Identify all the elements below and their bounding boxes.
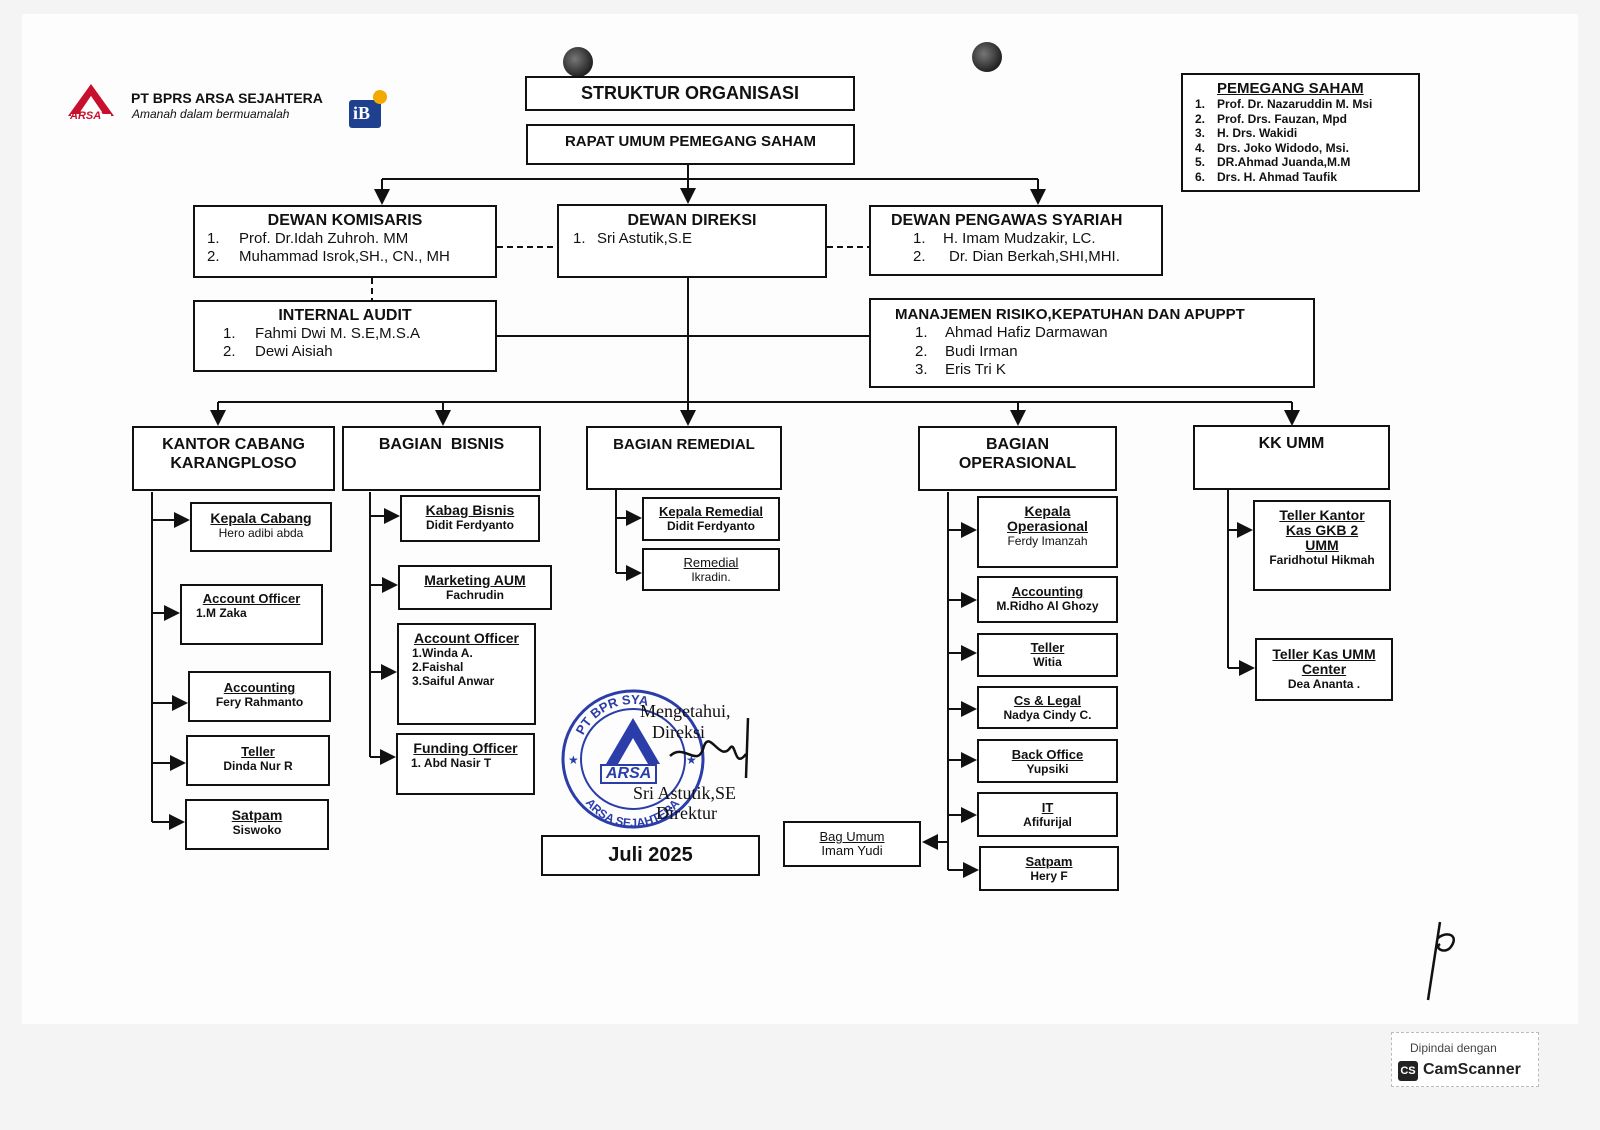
camscanner-brand: CamScanner: [1423, 1061, 1521, 1078]
signature-role: Direktur: [656, 803, 717, 823]
list-item: 1.H. Imam Mudzakir, LC.: [913, 230, 1096, 247]
rups-box: RAPAT UMUM PEMEGANG SAHAM: [526, 124, 855, 165]
manajemen-risiko-box: MANAJEMEN RISIKO,KEPATUHAN DAN APUPPT 1.…: [869, 298, 1315, 388]
list-item: 2.Dewi Aisiah: [223, 343, 333, 360]
handwritten-signature: [669, 717, 750, 779]
bagian-operasional-title-2: OPERASIONAL: [958, 455, 1077, 472]
internal-audit-title: INTERNAL AUDIT: [278, 307, 412, 324]
title-box: STRUKTUR ORGANISASI: [525, 76, 855, 111]
ib-logo: iB: [349, 90, 389, 130]
it-box: IT Afifurijal: [977, 792, 1118, 837]
signature-mengetahui: Mengetahui,: [640, 701, 731, 721]
kantor-cabang-box: KANTOR CABANG KARANGPLOSO: [132, 426, 335, 491]
dewan-pengawas-title: DEWAN PENGAWAS SYARIAH: [891, 212, 1123, 229]
bagian-remedial-box: BAGIAN REMEDIAL: [586, 426, 782, 490]
bagian-operasional-box: BAGIAN OPERASIONAL: [918, 426, 1117, 491]
date-label: Juli 2025: [608, 844, 693, 866]
kepala-cabang-box: Kepala Cabang Hero adibi abda: [190, 502, 332, 552]
list-item: 2.Budi Irman: [915, 342, 1018, 360]
account-officer-cabang-box: Account Officer 1.M Zaka: [180, 584, 323, 645]
cs-legal-box: Cs & Legal Nadya Cindy C.: [977, 686, 1118, 729]
kk-umm-title: KK UMM: [1258, 435, 1325, 452]
camscanner-caption: Dipindai dengan: [1410, 1041, 1497, 1055]
punch-hole-left: [563, 47, 593, 77]
satpam-operasional-box: Satpam Hery F: [979, 846, 1119, 891]
bagian-bisnis-title: BAGIAN BISNIS: [378, 436, 505, 453]
funding-officer-box: Funding Officer 1. Abd Nasir T: [396, 733, 535, 795]
bagian-remedial-title: BAGIAN REMEDIAL: [613, 436, 755, 453]
pemegang-saham-box: PEMEGANG SAHAM 1.Prof. Dr. Nazaruddin M.…: [1181, 73, 1420, 192]
bagian-bisnis-box: BAGIAN BISNIS: [342, 426, 541, 491]
dewan-komisaris-box: DEWAN KOMISARIS 1.Prof. Dr.Idah Zuhroh. …: [193, 205, 497, 278]
kepala-remedial-box: Kepala Remedial Didit Ferdyanto: [642, 497, 780, 541]
pemegang-saham-list: 1.Prof. Dr. Nazaruddin M. Msi 2.Prof. Dr…: [1195, 97, 1418, 185]
company-name: PT BPRS ARSA SEJAHTERA: [131, 90, 323, 106]
list-item: 5.DR.Ahmad Juanda,M.M: [1195, 155, 1351, 170]
list-item: 4.Drs. Joko Widodo, Msi.: [1195, 140, 1349, 155]
bagian-operasional-title-1: BAGIAN: [985, 436, 1050, 453]
paraf-mark-icon: [1426, 921, 1455, 1001]
list-item: 1.Sri Astutik,S.E: [573, 230, 693, 247]
page-title: STRUKTUR ORGANISASI: [580, 83, 799, 103]
ib-logo-box: [349, 100, 381, 128]
ib-logo-sun-icon: [373, 90, 387, 104]
account-officer-bisnis-box: Account Officer 1.Winda A. 2.Faishal 3.S…: [397, 623, 536, 725]
stamp-center-text: ARSA: [600, 764, 658, 784]
list-item: 3.H. Drs. Wakidi: [1195, 126, 1298, 141]
internal-audit-box: INTERNAL AUDIT 1.Fahmi Dwi M. S.E,M.S.A …: [193, 300, 497, 372]
teller-kas-center-box: Teller Kas UMM Center Dea Ananta .: [1255, 638, 1393, 701]
ib-logo-text: iB: [353, 103, 371, 123]
bag-umum-box: Bag Umum Imam Yudi: [783, 821, 921, 867]
signature-name: Sri Astutik,SE: [633, 783, 737, 803]
accounting-cabang-box: Accounting Fery Rahmanto: [188, 671, 331, 722]
teller-kas-gkb-box: Teller Kantor Kas GKB 2 UMM Faridhotul H…: [1253, 500, 1391, 591]
arsa-logo-text: ARSA: [70, 110, 102, 122]
signature-direksi: Direksi: [652, 722, 705, 742]
camscanner-watermark: Dipindai dengan CS CamScanner: [1391, 1032, 1539, 1087]
company-stamp: PT BPR SYA ARSA SEJAHTERA ★ ★ ARSA: [560, 688, 706, 830]
kantor-cabang-title-2: KARANGPLOSO: [170, 455, 297, 472]
kabag-bisnis-box: Kabag Bisnis Didit Ferdyanto: [400, 495, 540, 542]
arsa-logo: ARSA: [66, 82, 116, 126]
rups-label: RAPAT UMUM PEMEGANG SAHAM: [564, 133, 817, 150]
company-tagline: Amanah dalam bermuamalah: [132, 107, 290, 121]
stamp-star-icon: ★: [568, 753, 579, 767]
stamp-seal-icon: PT BPR SYA ARSA SEJAHTERA ★ ★: [561, 689, 705, 830]
list-item: 1.Fahmi Dwi M. S.E,M.S.A: [223, 325, 421, 342]
punch-hole-right: [972, 42, 1002, 72]
accounting-operasional-box: Accounting M.Ridho Al Ghozy: [977, 576, 1118, 623]
list-item: 2.Muhammad Isrok,SH., CN., MH: [207, 248, 450, 265]
dewan-direksi-box: DEWAN DIREKSI 1.Sri Astutik,S.E: [557, 204, 827, 278]
marketing-aum-box: Marketing AUM Fachrudin: [398, 565, 552, 610]
back-office-box: Back Office Yupsiki: [977, 739, 1118, 783]
list-item: 2.Dr. Dian Berkah,SHI,MHI.: [913, 248, 1120, 265]
stamp-star-icon: ★: [686, 753, 697, 767]
list-item: 6.Drs. H. Ahmad Taufik: [1195, 169, 1338, 184]
dewan-komisaris-title: DEWAN KOMISARIS: [267, 212, 423, 229]
arsa-logo-icon: [68, 84, 114, 124]
list-item: 1.Prof. Dr. Nazaruddin M. Msi: [1195, 97, 1373, 111]
dewan-pengawas-box: DEWAN PENGAWAS SYARIAH 1.H. Imam Mudzaki…: [869, 205, 1163, 276]
dewan-direksi-title: DEWAN DIREKSI: [627, 212, 757, 229]
list-item: 1.Ahmad Hafiz Darmawan: [915, 324, 1108, 341]
kantor-cabang-title-1: KANTOR CABANG: [162, 436, 305, 453]
date-box: Juli 2025: [541, 835, 760, 876]
teller-cabang-box: Teller Dinda Nur R: [186, 735, 330, 786]
list-item: 1.Prof. Dr.Idah Zuhroh. MM: [207, 230, 409, 247]
manajemen-risiko-title: MANAJEMEN RISIKO,KEPATUHAN DAN APUPPT: [895, 306, 1245, 323]
kepala-operasional-box: Kepala Operasional Ferdy Imanzah: [977, 496, 1118, 568]
pemegang-saham-title: PEMEGANG SAHAM: [1217, 80, 1364, 97]
remedial-staff-box: Remedial Ikradin.: [642, 548, 780, 591]
teller-operasional-box: Teller Witia: [977, 633, 1118, 677]
camscanner-logo-icon: CS: [1398, 1061, 1418, 1081]
list-item: 2.Prof. Drs. Fauzan, Mpd: [1195, 111, 1348, 126]
kk-umm-box: KK UMM: [1193, 425, 1390, 490]
satpam-cabang-box: Satpam Siswoko: [185, 799, 329, 850]
list-item: 3.Eris Tri K: [915, 361, 1006, 378]
